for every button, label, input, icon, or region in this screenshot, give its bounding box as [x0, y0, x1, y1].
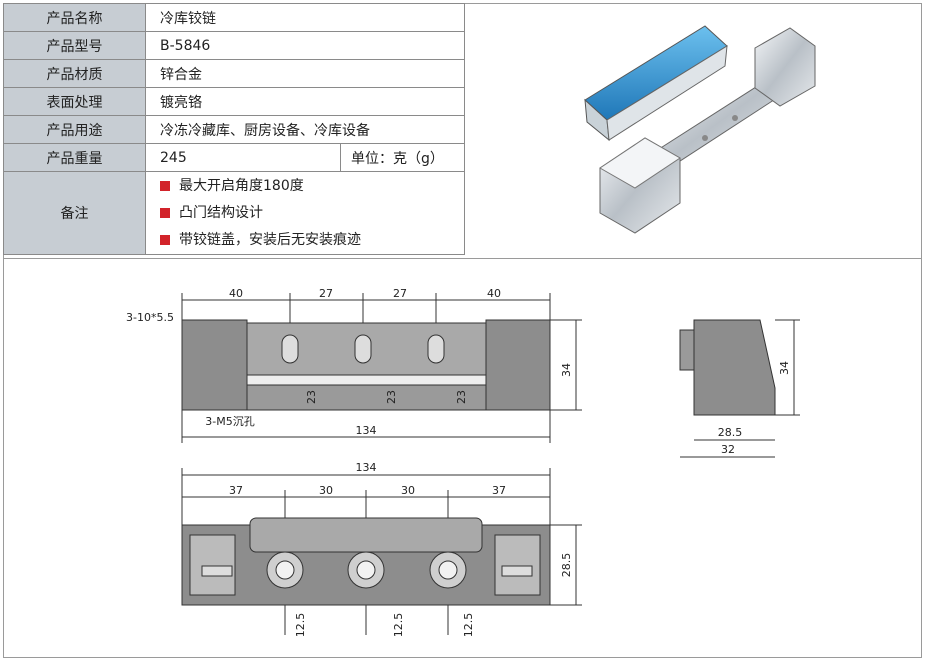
bottom-dim-37-left: 37	[229, 484, 243, 497]
spec-label: 产品用途	[3, 115, 146, 144]
spec-value: 冷冻冷藏库、厨房设备、冷库设备	[145, 115, 465, 144]
spec-row-name: 产品名称 冷库铰链	[3, 3, 465, 32]
divider	[3, 258, 922, 259]
side-dim-32: 32	[721, 443, 735, 456]
spec-table: 产品名称 冷库铰链 产品型号 B-5846 产品材质 锌合金 表面处理 镀亮铬 …	[3, 3, 465, 255]
spec-value: 镀亮铬	[145, 87, 465, 116]
slot-callout: 3-10*5.5	[126, 311, 174, 324]
notes-list: 最大开启角度180度 凸门结构设计 带铰链盖，安装后无安装痕迹	[160, 173, 464, 254]
spec-row-notes: 备注 最大开启角度180度 凸门结构设计 带铰链盖，安装后无安装痕迹	[3, 171, 465, 255]
spec-row-weight: 产品重量 245 单位：克（g）	[3, 143, 465, 172]
note-item: 带铰链盖，安装后无安装痕迹	[160, 227, 464, 254]
note-item: 最大开启角度180度	[160, 173, 464, 200]
side-dim-28-5: 28.5	[718, 426, 743, 439]
bottom-view-drawing: 134 37 30 30 37 28.5 12.5 12.5 12.5	[181, 461, 582, 638]
product-photo	[584, 25, 816, 234]
spec-value: 冷库铰链	[145, 3, 465, 32]
side-dim-34: 34	[778, 361, 791, 375]
spec-row-material: 产品材质 锌合金	[3, 59, 465, 88]
note-item: 凸门结构设计	[160, 200, 464, 227]
spec-label: 产品重量	[3, 143, 146, 172]
spec-value: 245	[145, 143, 341, 172]
bullet-icon	[160, 180, 170, 191]
bottom-dim-12-5-a: 12.5	[294, 613, 307, 638]
dim-40-right: 40	[487, 287, 501, 300]
bottom-dim-30-a: 30	[319, 484, 333, 497]
spec-value: 锌合金	[145, 59, 465, 88]
dim-134: 134	[356, 424, 377, 437]
dim-23-c: 23	[455, 390, 468, 404]
dim-27-b: 27	[393, 287, 407, 300]
bottom-dim-28-5: 28.5	[560, 553, 573, 578]
spec-label: 表面处理	[3, 87, 146, 116]
spec-label: 产品名称	[3, 3, 146, 32]
bullet-icon	[160, 234, 170, 245]
spec-value: B-5846	[145, 31, 465, 60]
side-view-drawing: 28.5 32 34	[679, 319, 800, 458]
dim-23-b: 23	[385, 390, 398, 404]
dim-40-left: 40	[229, 287, 243, 300]
bullet-icon	[160, 207, 170, 218]
bottom-dim-12-5-c: 12.5	[462, 613, 475, 638]
spec-label: 备注	[3, 171, 146, 255]
spec-row-usage: 产品用途 冷冻冷藏库、厨房设备、冷库设备	[3, 115, 465, 144]
dim-27-a: 27	[319, 287, 333, 300]
spec-row-model: 产品型号 B-5846	[3, 31, 465, 60]
notes-cell: 最大开启角度180度 凸门结构设计 带铰链盖，安装后无安装痕迹	[145, 171, 465, 255]
dim-23-a: 23	[305, 390, 318, 404]
front-view-drawing: 40 27 27 40 134 3-10*5.5 3-M5沉孔 34 23 23…	[126, 287, 582, 443]
spec-row-surface: 表面处理 镀亮铬	[3, 87, 465, 116]
spec-label: 产品型号	[3, 31, 146, 60]
bottom-dim-12-5-b: 12.5	[392, 613, 405, 638]
spec-label: 产品材质	[3, 59, 146, 88]
bottom-dim-37-right: 37	[492, 484, 506, 497]
weight-unit: 单位：克（g）	[340, 143, 465, 172]
bottom-dim-30-b: 30	[401, 484, 415, 497]
bottom-dim-134: 134	[356, 461, 377, 474]
dim-34: 34	[560, 363, 573, 377]
hole-callout: 3-M5沉孔	[205, 415, 254, 428]
